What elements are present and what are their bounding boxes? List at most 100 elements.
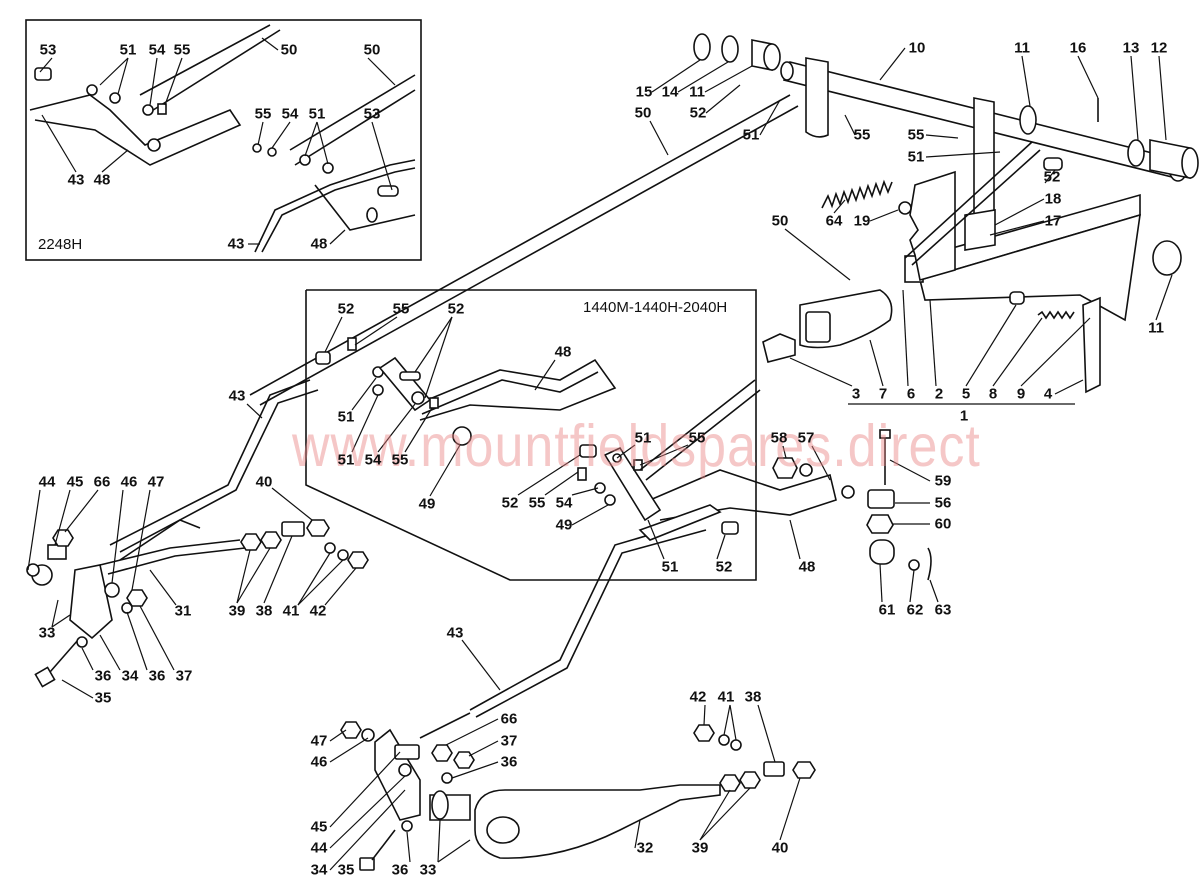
latch-spring (1037, 310, 1075, 320)
part-callout-54: 54 (148, 41, 166, 59)
part-callout-45: 45 (310, 818, 328, 836)
part-callout-15: 15 (635, 83, 653, 101)
part-callout-6: 6 (906, 385, 916, 403)
part-callout-48: 48 (554, 343, 572, 361)
part-callout-19: 19 (853, 212, 871, 230)
part-callout-59: 59 (934, 472, 952, 490)
part-callout-51: 51 (308, 105, 326, 123)
part-callout-44: 44 (310, 839, 328, 857)
part-callout-55: 55 (688, 429, 706, 447)
part-callout-41: 41 (282, 602, 300, 620)
part-callout-40: 40 (771, 839, 789, 857)
part-callout-55: 55 (173, 41, 191, 59)
part-callout-39: 39 (228, 602, 246, 620)
shaft-left-bushings (693, 33, 781, 71)
part-callout-66: 66 (93, 473, 111, 491)
lever-48-lower (649, 469, 855, 521)
part-callout-60: 60 (934, 515, 952, 533)
part-callout-35: 35 (94, 689, 112, 707)
part-callout-55: 55 (907, 126, 925, 144)
spring-bracket (909, 170, 956, 282)
part-callout-32: 32 (636, 839, 654, 857)
part-callout-46: 46 (120, 473, 138, 491)
control-rod-50 (249, 94, 1041, 406)
part-callout-16: 16 (1069, 39, 1087, 57)
part-callout-34: 34 (121, 667, 139, 685)
part-callout-63: 63 (934, 601, 952, 619)
part-callout-44: 44 (38, 473, 56, 491)
part-callout-36: 36 (391, 861, 409, 879)
part-callout-11: 11 (1148, 319, 1164, 337)
part-callout-55: 55 (853, 126, 871, 144)
part-callout-51: 51 (337, 408, 355, 426)
part-callout-4: 4 (1043, 385, 1053, 403)
handle-grip (762, 289, 893, 363)
part-callout-46: 46 (310, 753, 328, 771)
part-callout-40: 40 (255, 473, 273, 491)
adjuster-hardware (772, 429, 932, 581)
latch-plate (1082, 296, 1101, 394)
part-callout-54: 54 (364, 451, 382, 469)
part-callout-51: 51 (907, 148, 925, 166)
part-callout-55: 55 (392, 300, 410, 318)
shaft-right-bushings (1019, 98, 1199, 179)
part-callout-9: 9 (1016, 385, 1026, 403)
part-callout-33: 33 (38, 624, 56, 642)
lever-48 (414, 358, 617, 446)
part-callout-1: 1 (959, 407, 969, 425)
part-callout-13: 13 (1122, 39, 1140, 57)
part-callout-38: 38 (255, 602, 273, 620)
plate-17-18 (964, 209, 996, 251)
part-callout-50: 50 (634, 104, 652, 122)
part-callout-54: 54 (281, 105, 299, 123)
part-callout-50: 50 (771, 212, 789, 230)
part-callout-53: 53 (39, 41, 57, 59)
part-callout-55: 55 (391, 451, 409, 469)
inset-1440-drawing (315, 337, 761, 541)
part-callout-37: 37 (175, 667, 193, 685)
part-callout-45: 45 (66, 473, 84, 491)
part-callout-48: 48 (310, 235, 328, 253)
part-callout-43: 43 (67, 171, 85, 189)
inset-2248h-drawing (29, 24, 416, 253)
part-callout-10: 10 (908, 39, 926, 57)
part-callout-8: 8 (988, 385, 998, 403)
part-callout-7: 7 (878, 385, 888, 403)
part-callout-43: 43 (227, 235, 245, 253)
part-callout-48: 48 (798, 558, 816, 576)
part-callout-33: 33 (419, 861, 437, 879)
part-callout-36: 36 (148, 667, 166, 685)
pivot-pin (1009, 291, 1025, 305)
inset-label-2248h: 2248H (38, 236, 83, 253)
part-callout-51: 51 (742, 126, 760, 144)
part-callout-57: 57 (797, 429, 815, 447)
part-callout-52: 52 (501, 494, 519, 512)
part-callout-47: 47 (147, 473, 165, 491)
bushing-11 (1152, 240, 1182, 276)
part-callout-48: 48 (93, 171, 111, 189)
part-callout-2: 2 (934, 385, 944, 403)
part-callout-55: 55 (254, 105, 272, 123)
inset-frame-2248h (25, 19, 422, 261)
part-callout-56: 56 (934, 494, 952, 512)
part-callout-52: 52 (689, 104, 707, 122)
part-callout-47: 47 (310, 732, 328, 750)
inset-label-1440: 1440M-1440H-2040H (583, 299, 728, 316)
part-callout-51: 51 (661, 558, 679, 576)
part-callout-37: 37 (500, 732, 518, 750)
part-callout-17: 17 (1044, 212, 1062, 230)
tension-spring (821, 179, 893, 209)
part-callout-42: 42 (689, 688, 707, 706)
part-callout-64: 64 (825, 212, 843, 230)
part-callout-51: 51 (634, 429, 652, 447)
part-callout-54: 54 (555, 494, 573, 512)
lower-arm-32 (340, 721, 816, 871)
part-callout-34: 34 (310, 861, 328, 879)
part-callout-61: 61 (878, 601, 896, 619)
part-callout-5: 5 (961, 385, 971, 403)
part-callout-53: 53 (363, 105, 381, 123)
part-callout-58: 58 (770, 429, 788, 447)
part-callout-38: 38 (744, 688, 762, 706)
